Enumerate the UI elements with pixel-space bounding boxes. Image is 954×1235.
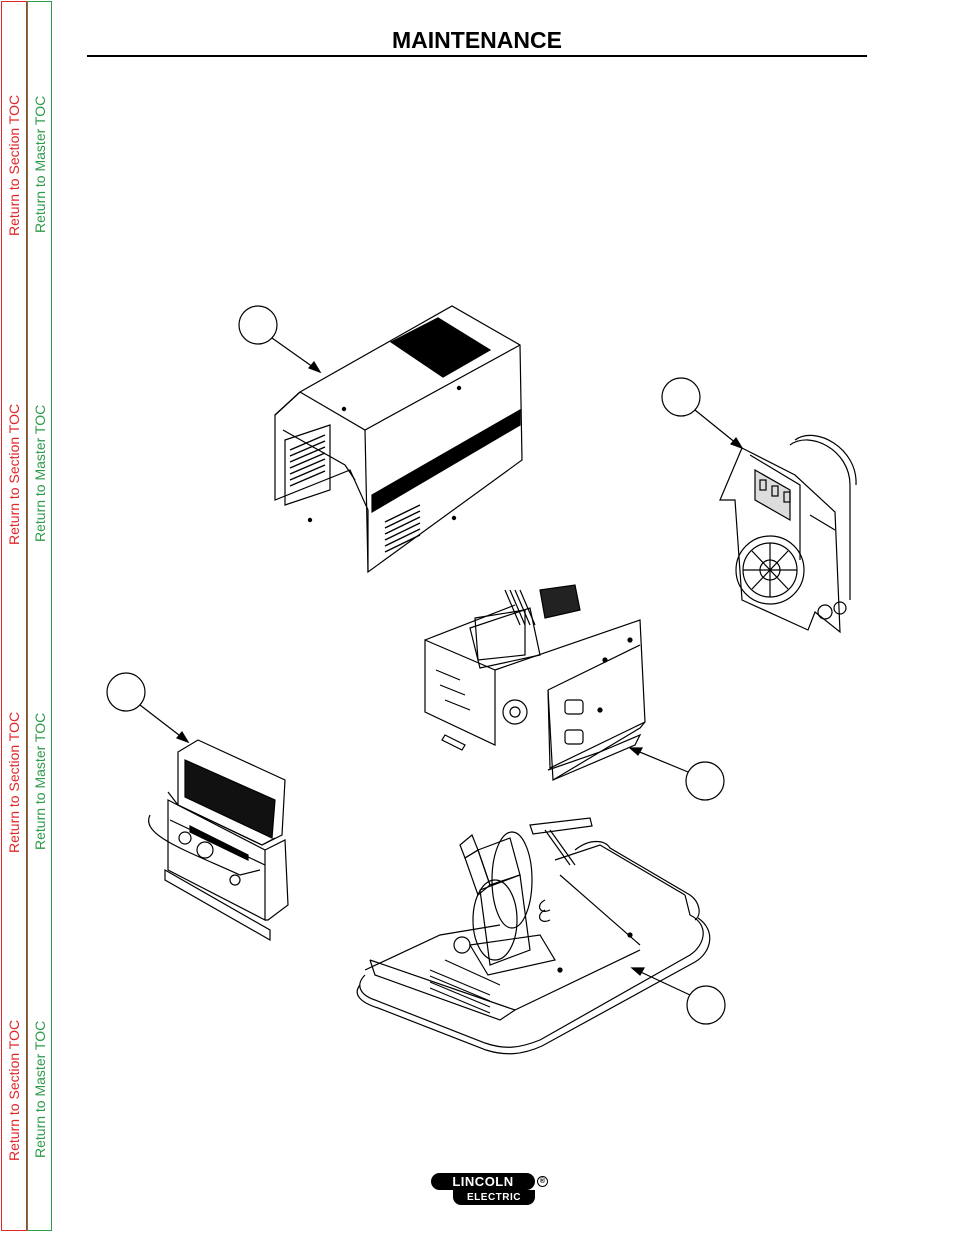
logo-bottom-text: ELECTRIC bbox=[453, 1190, 535, 1205]
callout-5 bbox=[630, 967, 726, 1025]
base-transformer-assembly-drawing bbox=[356, 817, 711, 1055]
case-cover-drawing bbox=[274, 305, 523, 574]
title-rule bbox=[87, 55, 867, 57]
control-board-assembly-drawing bbox=[424, 584, 646, 782]
callout-2 bbox=[661, 377, 744, 450]
page-title: MAINTENANCE bbox=[392, 27, 562, 53]
toc-sidebar bbox=[1, 1, 52, 1231]
lincoln-electric-logo: LINCOLN ELECTRIC ® bbox=[431, 1173, 548, 1207]
logo-top-text: LINCOLN bbox=[431, 1173, 535, 1190]
rear-panel-fan-drawing bbox=[719, 434, 857, 634]
registered-mark: ® bbox=[537, 1176, 548, 1187]
callout-3 bbox=[106, 672, 190, 744]
callout-1 bbox=[238, 305, 322, 374]
front-panel-assembly-drawing bbox=[148, 739, 289, 942]
callout-4 bbox=[628, 747, 725, 801]
